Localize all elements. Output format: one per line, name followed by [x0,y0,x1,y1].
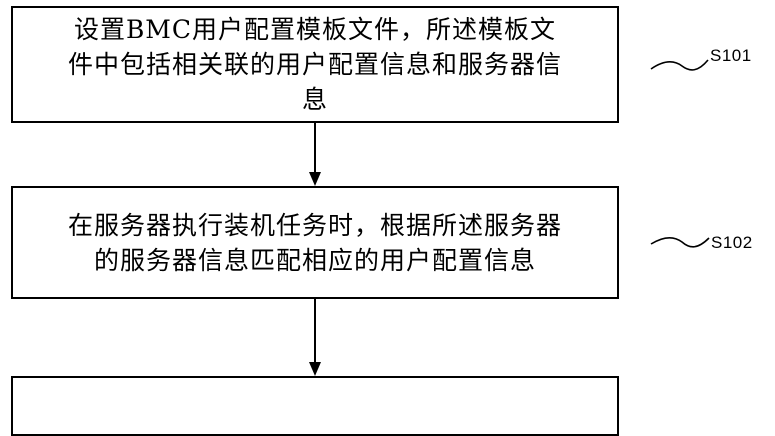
leader-line-s102 [650,236,710,248]
step-label-s101: S101 [710,46,752,65]
flow-arrow-2 [309,299,321,376]
step-box-s102: 在服务器执行装机任务时，根据所述服务器 的服务器信息匹配相应的用户配置信息 [11,186,619,299]
step-box-s103 [11,376,619,436]
flow-arrow-1 [309,123,321,186]
step-box-s101: 设置BMC用户配置模板文件，所述模板文 件中包括相关联的用户配置信息和服务器信 … [11,6,619,123]
step-text-s101: 设置BMC用户配置模板文件，所述模板文 件中包括相关联的用户配置信息和服务器信 … [67,15,562,114]
leader-line-s101 [650,59,709,71]
step-label-s102: S102 [711,233,753,252]
step-text-s102: 在服务器执行装机任务时，根据所述服务器 的服务器信息匹配相应的用户配置信息 [67,210,562,275]
